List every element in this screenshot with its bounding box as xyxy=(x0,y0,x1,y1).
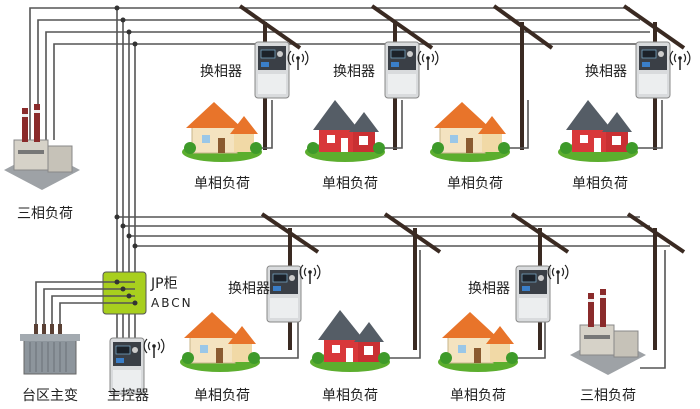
house-icon xyxy=(181,101,263,163)
single-phase-load-label: 单相负荷 xyxy=(572,176,628,192)
house-icon xyxy=(437,311,519,373)
phase-changer-label: 换相器 xyxy=(333,63,375,80)
transformer-feed-wires xyxy=(35,281,135,335)
single-phase-load-label: 单相负荷 xyxy=(194,388,250,404)
lower-bus-wires xyxy=(114,214,670,249)
single-phase-load-label: 单相负荷 xyxy=(450,388,506,404)
phase-changer-meter-3 xyxy=(635,41,691,99)
phase-changer-meter-2 xyxy=(384,41,439,99)
single-phase-load-label: 单相负荷 xyxy=(322,388,378,404)
jp-cabinet-label: JP柜 xyxy=(150,276,178,292)
phase-changer-label: 换相器 xyxy=(585,63,627,80)
house-icon xyxy=(558,100,638,162)
three-phase-load-label: 三相负荷 xyxy=(17,206,73,222)
three-phase-load-label: 三相负荷 xyxy=(580,388,636,404)
house-icon xyxy=(179,311,261,373)
phase-changer-label: 换相器 xyxy=(228,280,270,297)
phase-changer-meter-4 xyxy=(266,264,321,323)
upper-bus-wires xyxy=(29,5,660,340)
transformer-icon xyxy=(20,324,80,375)
single-phase-load-label: 单相负荷 xyxy=(322,176,378,192)
phase-changer-label: 换相器 xyxy=(468,280,510,297)
main-controller-label: 主控器 xyxy=(107,388,149,404)
drop-wires xyxy=(240,100,666,369)
phase-changer-meter-1 xyxy=(254,41,309,99)
house-icon xyxy=(429,101,511,163)
phase-changer-meter-5 xyxy=(515,264,569,323)
single-phase-load-label: 单相负荷 xyxy=(447,176,503,192)
factory-icon xyxy=(569,288,647,376)
antenna-icon xyxy=(143,338,165,359)
phase-changer-label: 换相器 xyxy=(200,63,242,80)
phase-labels: ABCN xyxy=(151,296,193,310)
main-controller-meter xyxy=(109,337,145,395)
single-phase-load-label: 单相负荷 xyxy=(194,176,250,192)
house-icon xyxy=(310,310,390,372)
jp-cabinet xyxy=(102,271,147,315)
transformer-label: 台区主变 xyxy=(22,388,78,404)
house-icon xyxy=(305,100,385,162)
factory-icon xyxy=(3,103,81,191)
